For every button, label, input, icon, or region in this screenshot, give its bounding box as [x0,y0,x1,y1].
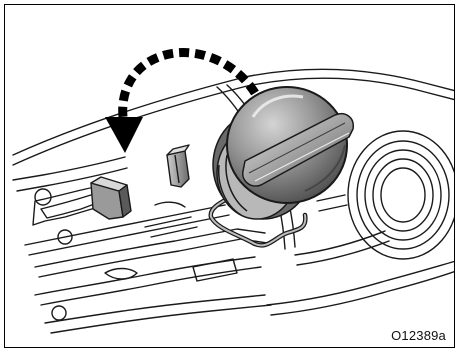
latch-icon [91,177,131,219]
fuel-door-illustration [5,5,455,348]
figure-code: O12389a [391,328,446,343]
illustration-frame: O12389a [4,4,455,348]
cap-holder-icon [167,145,189,187]
fuel-filler-neck-icon [348,131,455,259]
